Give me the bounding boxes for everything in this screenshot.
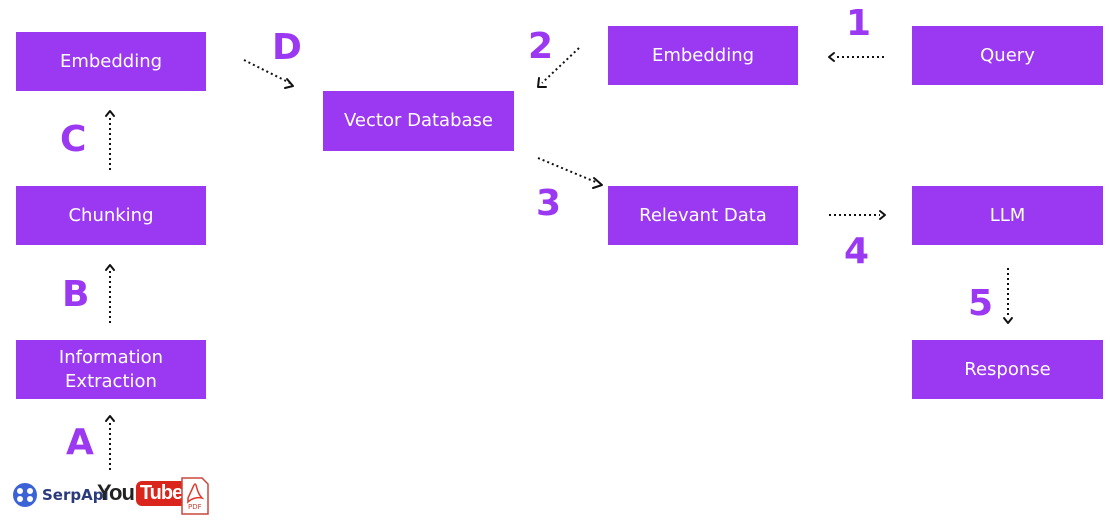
embedding-box-left: Embedding — [16, 32, 206, 91]
arrowhead-a — [105, 415, 115, 422]
step-label-a: A — [66, 422, 94, 463]
vector-database-label: Vector Database — [344, 110, 493, 131]
embedding-box-right: Embedding — [608, 26, 798, 85]
arrow-d-to-vector-db — [243, 59, 291, 84]
arrowhead-5 — [1003, 317, 1013, 324]
serpapi-icon — [13, 483, 37, 507]
response-label: Response — [964, 358, 1051, 380]
pdf-label: PDF — [188, 503, 202, 511]
step-label-d: D — [272, 27, 302, 68]
query-box: Query — [912, 26, 1103, 85]
llm-label: LLM — [989, 204, 1026, 226]
step-label-b: B — [62, 274, 90, 315]
arrowhead-4 — [879, 210, 886, 220]
chunking-label: Chunking — [68, 204, 154, 226]
step-label-1: 1 — [846, 3, 872, 44]
serpapi-logo: SerpApi — [12, 482, 109, 508]
llm-box: LLM — [912, 186, 1103, 245]
arrowhead-b — [105, 264, 115, 271]
chunking-box: Chunking — [16, 186, 206, 245]
response-box: Response — [912, 340, 1103, 399]
embedding-left-label: Embedding — [59, 50, 163, 72]
arrowhead-3 — [592, 177, 603, 189]
relevant-data-label: Relevant Data — [639, 204, 767, 226]
pdf-icon: PDF — [180, 476, 210, 521]
info-extraction-label-line1: Information — [58, 346, 164, 368]
info-extraction-label-line2: Extraction — [65, 370, 157, 392]
youtube-tube-text: Tube — [135, 480, 187, 506]
embedding-right-label: Embedding — [651, 44, 755, 66]
step-label-c: C — [60, 119, 87, 160]
arrowhead-1 — [828, 52, 835, 62]
arrowhead-c — [105, 110, 115, 117]
vector-database-box: Vector Database — [323, 91, 514, 151]
youtube-you-text: You — [97, 480, 135, 505]
arrow-3-vector-db-to-relevant — [537, 157, 599, 184]
step-label-4: 4 — [844, 231, 870, 272]
query-label: Query — [980, 44, 1035, 66]
step-label-3: 3 — [536, 183, 562, 224]
relevant-data-box: Relevant Data — [608, 186, 798, 245]
step-label-2: 2 — [528, 26, 554, 67]
arrow-2-embedding-to-vector-db — [541, 47, 580, 84]
youtube-logo: You Tube — [97, 480, 187, 506]
information-extraction-box: Information Extraction — [16, 340, 206, 399]
arrowhead-d — [284, 78, 294, 89]
step-label-5: 5 — [968, 283, 994, 324]
arrowhead-2 — [537, 77, 547, 88]
serpapi-label: SerpApi — [42, 486, 109, 504]
